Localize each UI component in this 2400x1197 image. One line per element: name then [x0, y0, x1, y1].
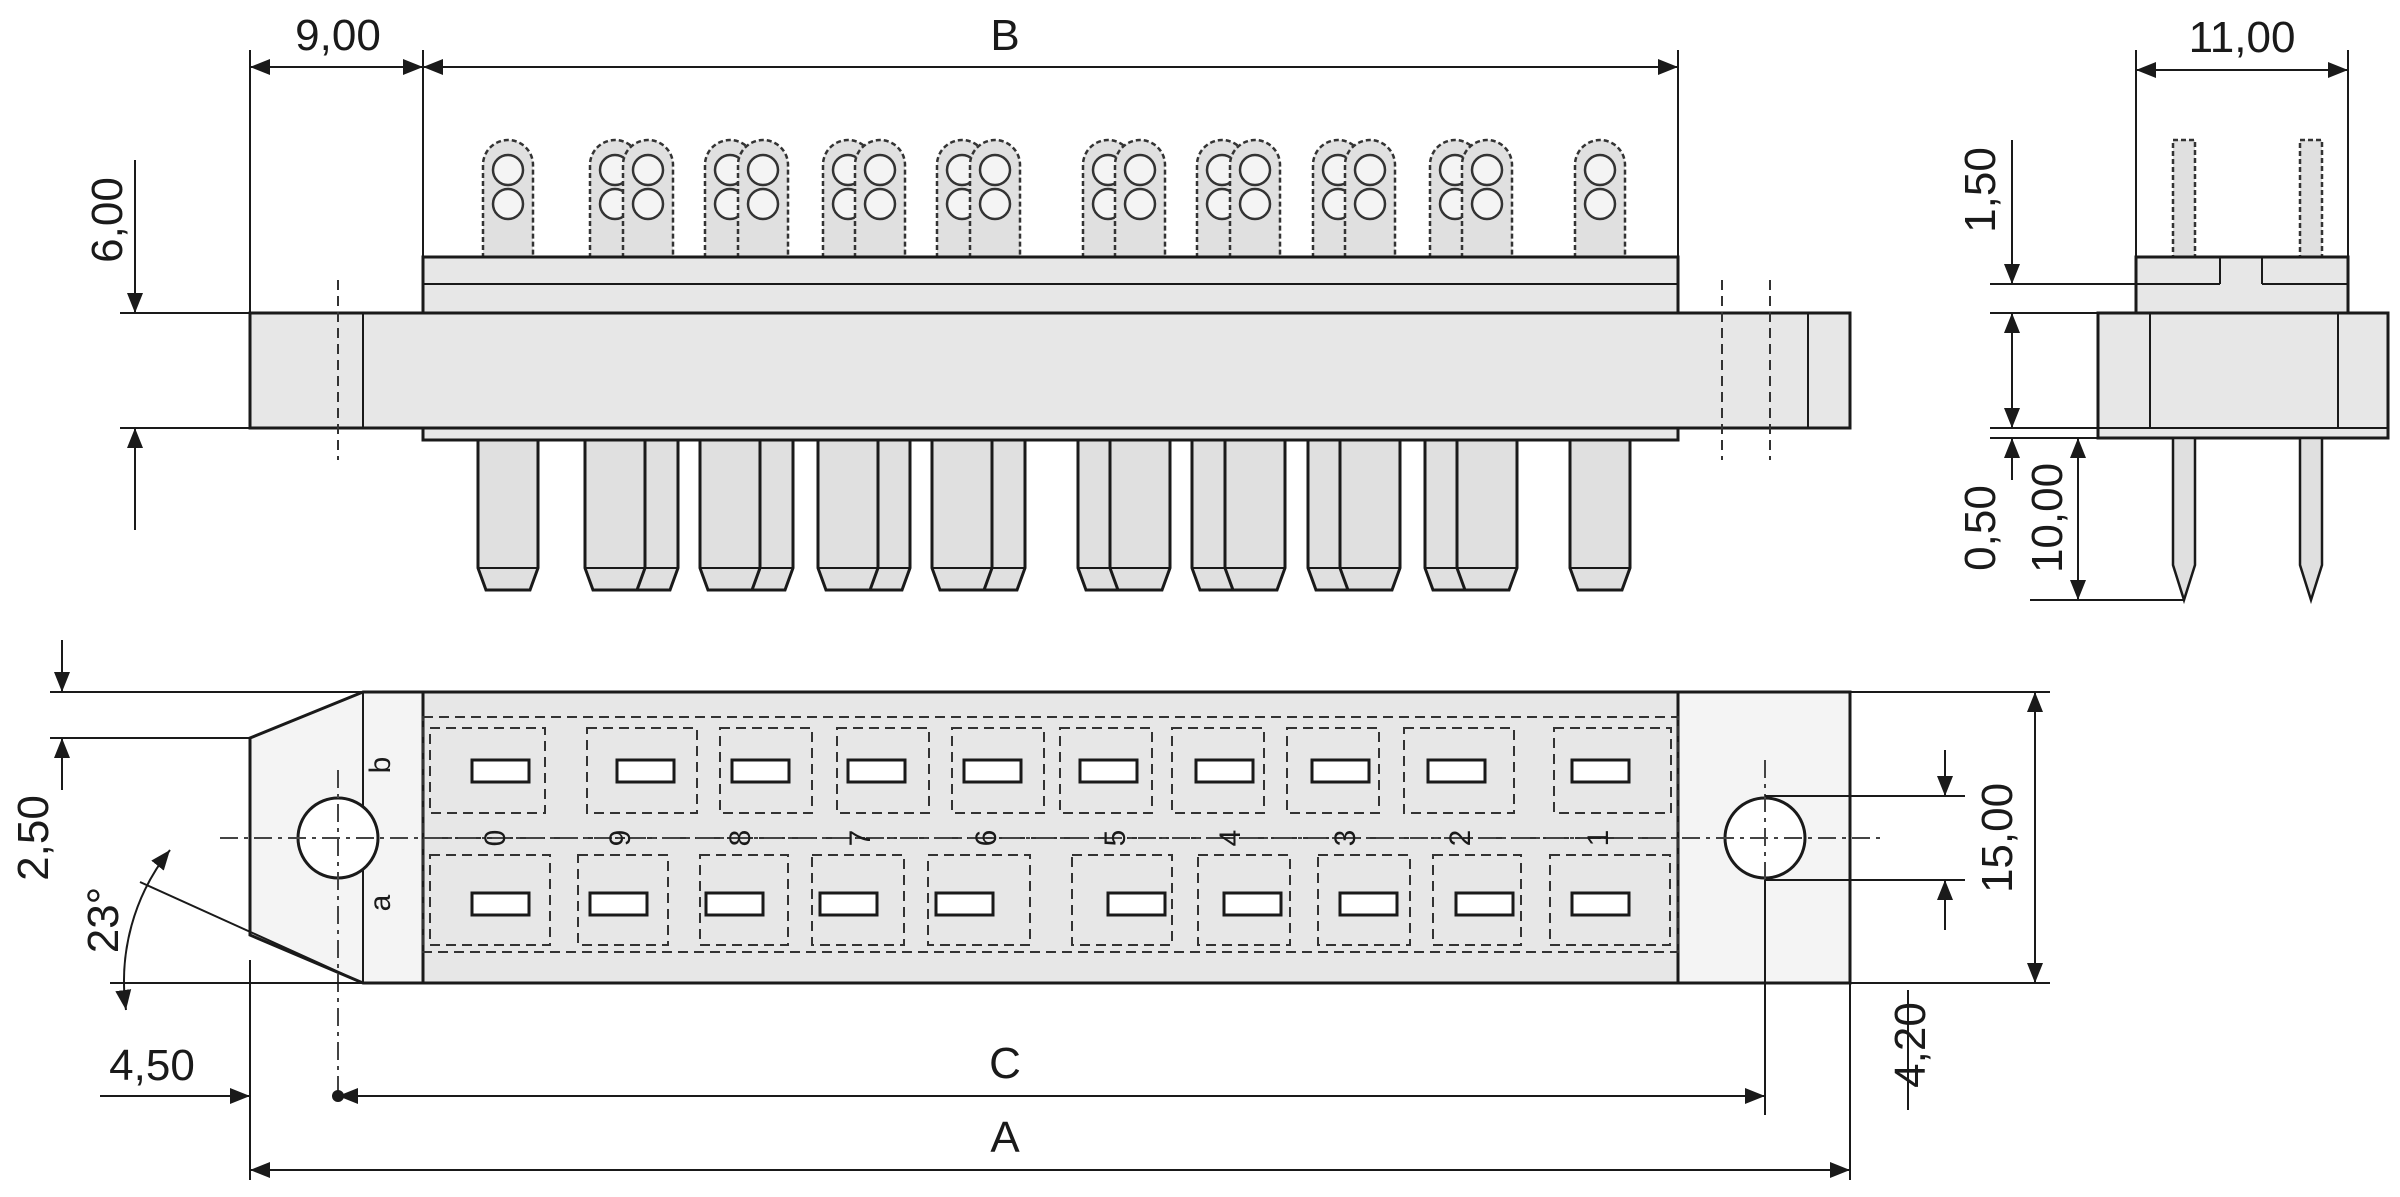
dim-0-50: 0,50: [1956, 485, 2005, 571]
dim-4-20: 4,20: [1886, 1002, 1935, 1088]
contact-number: 0: [479, 830, 512, 847]
contact-number: 6: [970, 830, 1003, 847]
dim-23-degree: 23°: [79, 887, 128, 954]
front-view: 9,00 B 6,00: [83, 11, 1852, 592]
contact-number: 8: [724, 830, 757, 847]
dim-4-50: 4,50: [109, 1041, 195, 1090]
row-a-contacts: [429, 854, 1671, 946]
dim-11-00: 11,00: [2189, 13, 2296, 62]
side-view-body: [2096, 311, 2390, 440]
dim-10-00: 10,00: [2023, 463, 2072, 573]
contact-number: 3: [1329, 830, 1362, 847]
contact-number: 2: [1444, 830, 1477, 847]
row-b-contacts: [429, 727, 1672, 814]
front-view-body: [248, 311, 1852, 430]
front-view-bottom-ledge: [421, 426, 1680, 442]
dim-6-00: 6,00: [83, 177, 132, 263]
side-view: 11,00 1,50 0,50 10,00: [1956, 13, 2390, 605]
contact-number: 7: [844, 830, 877, 847]
contact-number: 9: [604, 830, 637, 847]
dim-2-50: 2,50: [9, 795, 58, 881]
plan-view: b a 0 9 8 7 6 5 4 3 2 1 2,50 23° 4,50 C …: [9, 640, 2050, 1180]
row-label-a: a: [364, 894, 397, 911]
dim-9-00: 9,00: [295, 11, 381, 60]
dim-C: C: [989, 1039, 1021, 1088]
dim-15-00: 15,00: [1973, 783, 2022, 893]
dim-A: A: [990, 1113, 1020, 1162]
row-label-b: b: [364, 757, 397, 774]
dim-B: B: [990, 11, 1019, 60]
front-view-pins: [476, 438, 1632, 592]
contact-number: 5: [1099, 830, 1132, 847]
contact-number: 4: [1214, 830, 1247, 847]
contact-number: 1: [1582, 830, 1615, 847]
dim-1-50: 1,50: [1956, 147, 2005, 233]
